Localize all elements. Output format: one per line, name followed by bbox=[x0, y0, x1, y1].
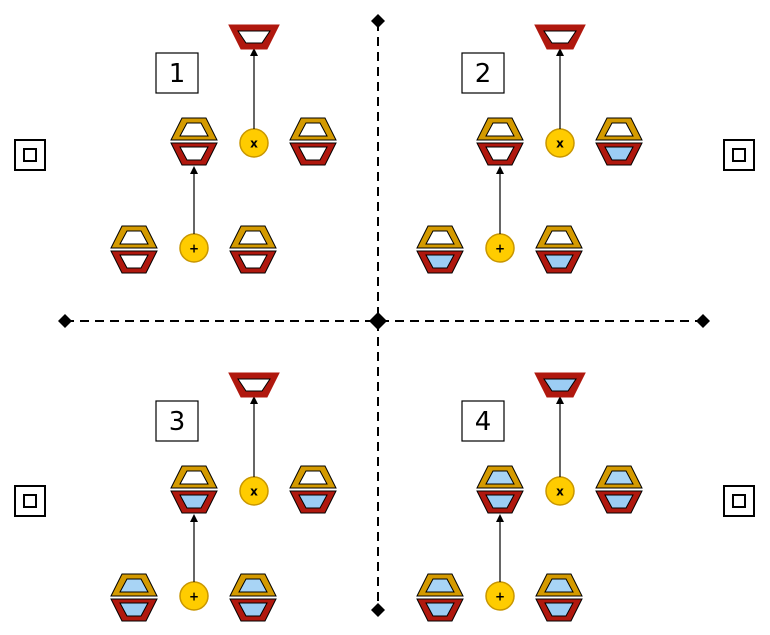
filled-cell-icon bbox=[543, 378, 577, 392]
empty-cell-icon bbox=[425, 230, 455, 245]
filled-cell-icon bbox=[238, 578, 268, 593]
filled-cell-icon bbox=[238, 602, 268, 617]
mul-result bbox=[534, 24, 586, 50]
filled-cell-icon bbox=[119, 602, 149, 617]
filled-cell-icon bbox=[179, 494, 209, 509]
mul-result bbox=[534, 372, 586, 398]
nested-square-icon bbox=[14, 485, 46, 517]
nested-square-icon bbox=[723, 139, 755, 171]
quadrant-label-box bbox=[461, 400, 505, 442]
add-operand-left bbox=[416, 573, 464, 622]
add-operator: + bbox=[485, 233, 515, 263]
diamond-icon bbox=[371, 603, 385, 617]
quadrant-label: 4 bbox=[475, 407, 492, 437]
empty-cell-icon bbox=[237, 30, 271, 44]
empty-cell-icon bbox=[237, 378, 271, 392]
mul-operand-right bbox=[289, 117, 337, 166]
add-operator: + bbox=[179, 233, 209, 263]
quadrant-4: 4 + x bbox=[416, 372, 643, 622]
quadrant-label-box bbox=[461, 52, 505, 94]
quadrant-2: 2 + x bbox=[416, 24, 643, 274]
empty-cell-icon bbox=[179, 122, 209, 137]
mul-result bbox=[228, 372, 280, 398]
empty-cell-icon bbox=[238, 230, 268, 245]
quadrant-label: 2 bbox=[475, 59, 492, 89]
filled-cell-icon bbox=[485, 494, 515, 509]
diamond-icon bbox=[58, 314, 72, 328]
mul-operator-symbol: x bbox=[250, 485, 258, 499]
add-operand-right bbox=[229, 225, 277, 274]
quadrant-label: 3 bbox=[169, 407, 186, 437]
diamond-icon bbox=[696, 314, 710, 328]
empty-cell-icon bbox=[238, 254, 268, 269]
mul-operator: x bbox=[239, 128, 269, 158]
filled-cell-icon bbox=[485, 470, 515, 485]
add-operand-right bbox=[535, 225, 583, 274]
mul-operator-symbol: x bbox=[556, 137, 564, 151]
mul-result bbox=[228, 24, 280, 50]
axes bbox=[58, 14, 710, 617]
add-operator: + bbox=[485, 581, 515, 611]
mul-operand-right bbox=[595, 465, 643, 514]
add-operand-right bbox=[229, 573, 277, 622]
empty-cell-icon bbox=[298, 122, 328, 137]
filled-cell-icon bbox=[604, 146, 634, 161]
filled-cell-icon bbox=[425, 254, 455, 269]
diamond-icon bbox=[371, 14, 385, 28]
empty-cell-icon bbox=[179, 146, 209, 161]
add-operand-right bbox=[535, 573, 583, 622]
empty-cell-icon bbox=[298, 146, 328, 161]
add-operand-left bbox=[110, 225, 158, 274]
corner-icons bbox=[14, 139, 755, 517]
mul-operand-right bbox=[595, 117, 643, 166]
empty-cell-icon bbox=[604, 122, 634, 137]
filled-cell-icon bbox=[425, 602, 455, 617]
empty-cell-icon bbox=[298, 470, 328, 485]
add-operand-left bbox=[110, 573, 158, 622]
quadrant-label-box bbox=[155, 52, 199, 94]
empty-cell-icon bbox=[485, 146, 515, 161]
mul-operator: x bbox=[239, 476, 269, 506]
nested-square-icon bbox=[723, 485, 755, 517]
add-result bbox=[476, 117, 524, 166]
filled-cell-icon bbox=[604, 470, 634, 485]
empty-cell-icon bbox=[119, 254, 149, 269]
add-operator: + bbox=[179, 581, 209, 611]
quadrant-3: 3 + x bbox=[110, 372, 337, 622]
empty-cell-icon bbox=[544, 230, 574, 245]
add-operand-left bbox=[416, 225, 464, 274]
quadrant-label: 1 bbox=[169, 59, 186, 89]
empty-cell-icon bbox=[179, 470, 209, 485]
empty-cell-icon bbox=[485, 122, 515, 137]
filled-cell-icon bbox=[604, 494, 634, 509]
mul-operator: x bbox=[545, 128, 575, 158]
mul-operand-right bbox=[289, 465, 337, 514]
add-operator-symbol: + bbox=[189, 590, 199, 604]
filled-cell-icon bbox=[298, 494, 328, 509]
diamond-icon bbox=[369, 312, 387, 330]
mul-operator-symbol: x bbox=[556, 485, 564, 499]
mul-operator: x bbox=[545, 476, 575, 506]
filled-cell-icon bbox=[119, 578, 149, 593]
add-result bbox=[476, 465, 524, 514]
empty-cell-icon bbox=[119, 230, 149, 245]
quadrant-1: 1 + x bbox=[110, 24, 337, 274]
add-operator-symbol: + bbox=[495, 242, 505, 256]
mul-operator-symbol: x bbox=[250, 137, 258, 151]
filled-cell-icon bbox=[544, 602, 574, 617]
add-result bbox=[170, 465, 218, 514]
add-operator-symbol: + bbox=[495, 590, 505, 604]
filled-cell-icon bbox=[544, 254, 574, 269]
empty-cell-icon bbox=[543, 30, 577, 44]
quadrant-label-box bbox=[155, 400, 199, 442]
add-operator-symbol: + bbox=[189, 242, 199, 256]
nested-square-icon bbox=[14, 139, 46, 171]
filled-cell-icon bbox=[425, 578, 455, 593]
filled-cell-icon bbox=[544, 578, 574, 593]
add-result bbox=[170, 117, 218, 166]
